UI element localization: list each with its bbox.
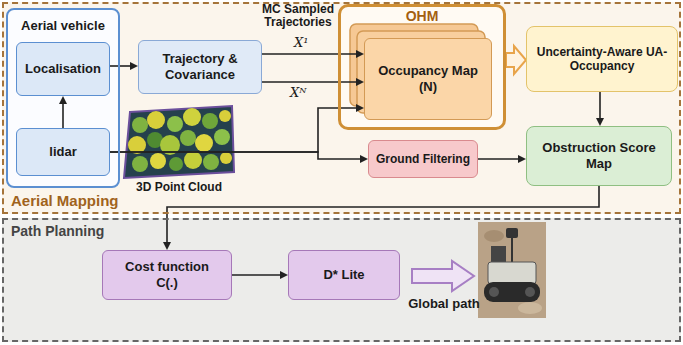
edge-label: Xᴺ bbox=[290, 85, 306, 100]
node-label: Obstruction Score Map bbox=[535, 140, 663, 171]
module-box: OHM Occupancy Map (N) bbox=[338, 4, 506, 130]
box-fill bbox=[6, 8, 120, 188]
region-title: Path Planning bbox=[11, 223, 104, 239]
region-title: Aerial Mapping bbox=[11, 192, 119, 209]
connector bbox=[59, 96, 67, 128]
process-box: Uncertainty-Aware UA-Occupancy bbox=[526, 26, 678, 92]
connector-line bbox=[167, 186, 599, 242]
edge-label: X¹ bbox=[294, 35, 308, 50]
region-fill bbox=[2, 218, 681, 342]
connector-line bbox=[110, 152, 360, 159]
map-card: Occupancy Map (N) bbox=[364, 38, 492, 120]
process-box: Trajectory & Covariance bbox=[138, 40, 262, 94]
connector bbox=[110, 62, 138, 70]
arrowhead bbox=[59, 96, 67, 104]
node-label: Occupancy Map (N) bbox=[377, 63, 479, 94]
block-arrow-shape bbox=[506, 46, 526, 74]
connector-line bbox=[599, 92, 601, 118]
node-label: Ground Filtering bbox=[376, 152, 470, 166]
arrowhead bbox=[130, 62, 138, 70]
arrowhead bbox=[356, 78, 364, 86]
arrowhead bbox=[280, 271, 288, 279]
connector-line bbox=[62, 104, 64, 128]
box-title: Aerial vehicle bbox=[21, 18, 105, 34]
connector bbox=[110, 152, 368, 163]
sensor-box: lidar bbox=[16, 128, 110, 176]
vehicle-box: Aerial vehicleLocalisation lidar bbox=[6, 8, 120, 188]
region-panel: Aerial Mapping Aerial vehicleLocalisation… bbox=[2, 2, 681, 214]
node-label: Localisation bbox=[25, 61, 101, 77]
connector-line bbox=[110, 108, 356, 152]
arrowhead bbox=[356, 104, 364, 112]
node-label: lidar bbox=[49, 144, 76, 160]
node-label: Uncertainty-Aware UA-Occupancy bbox=[533, 45, 671, 74]
process-box: Cost function C(.) bbox=[102, 250, 232, 300]
connector-line bbox=[262, 53, 356, 55]
arrowhead bbox=[163, 242, 171, 250]
connector-line bbox=[478, 158, 518, 160]
box-fill bbox=[338, 4, 506, 130]
block-arrow bbox=[506, 46, 526, 74]
connector bbox=[262, 78, 364, 86]
process-box: Obstruction Score Map bbox=[526, 126, 672, 186]
region-panel: Path PlanningCost function C(.) D* Lite bbox=[2, 218, 681, 342]
node-label: D* Lite bbox=[323, 267, 364, 283]
process-box: Localisation bbox=[16, 42, 110, 96]
connector-line bbox=[110, 65, 130, 67]
connector-line bbox=[262, 81, 356, 83]
point-cloud-picture bbox=[124, 106, 234, 178]
output-label: Global path bbox=[404, 296, 484, 311]
arrowhead bbox=[596, 118, 604, 126]
arrowhead bbox=[518, 155, 526, 163]
box-title: OHM bbox=[406, 8, 439, 24]
connector-line bbox=[232, 274, 280, 276]
process-box: D* Lite bbox=[288, 250, 400, 300]
region-fill bbox=[2, 2, 681, 214]
connector bbox=[110, 104, 364, 152]
process-box: Ground Filtering bbox=[368, 140, 478, 178]
connector bbox=[262, 50, 364, 58]
robot-photo bbox=[478, 222, 546, 318]
connector bbox=[232, 271, 288, 279]
node-label: Cost function C(.) bbox=[119, 259, 215, 290]
image-caption: 3D Point Cloud bbox=[120, 180, 238, 194]
connector bbox=[478, 155, 526, 163]
arrowhead bbox=[356, 50, 364, 58]
output-arrow bbox=[412, 261, 474, 291]
annotation: MC Sampled Trajectories bbox=[258, 3, 338, 29]
arrowhead bbox=[360, 155, 368, 163]
node-label: Trajectory & Covariance bbox=[147, 51, 253, 82]
connector bbox=[596, 92, 604, 126]
